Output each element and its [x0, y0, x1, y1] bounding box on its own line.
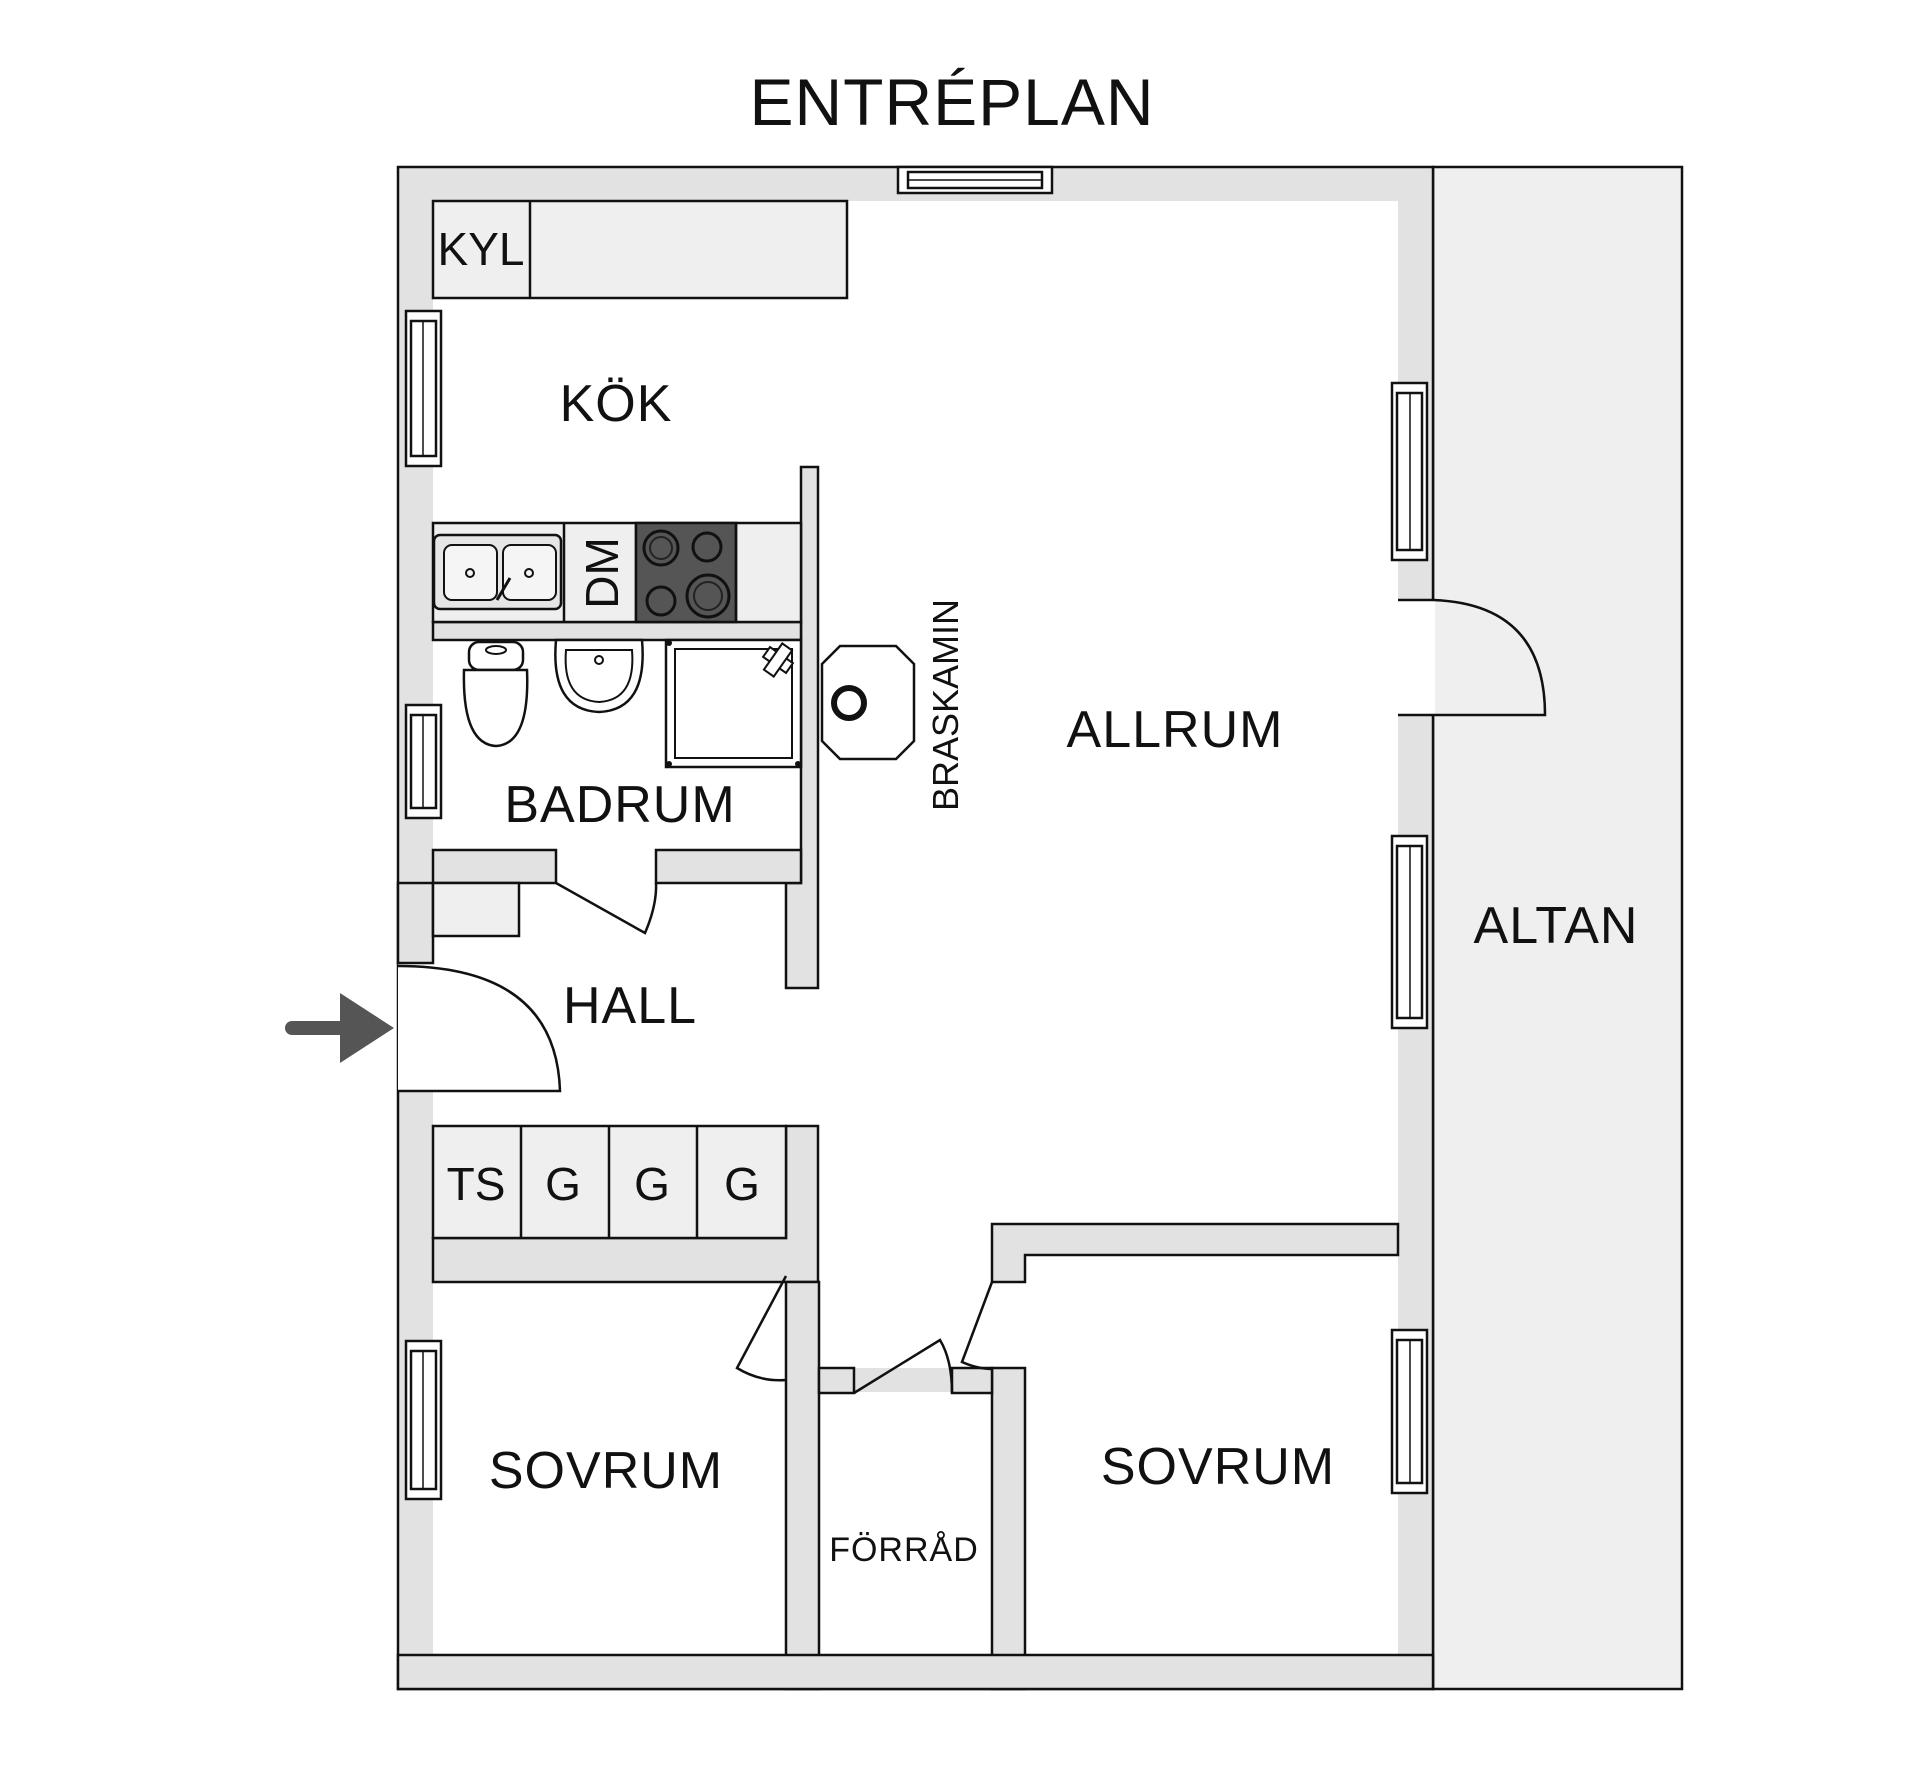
room-label-bedroom-right: SOVRUM — [1101, 1438, 1335, 1496]
entrance-arrow-icon — [285, 993, 394, 1063]
room-label-hall: HALL — [563, 977, 697, 1035]
room-label-terrace: ALTAN — [1474, 897, 1639, 955]
stove-icon — [634, 521, 738, 624]
window-right-bedroom — [1390, 1328, 1429, 1495]
dishwasher-label: DM — [576, 537, 628, 609]
closet-g-1: G — [545, 1158, 581, 1210]
windows — [404, 165, 1429, 1501]
terrace-area — [1431, 165, 1684, 1691]
closet-g-2: G — [634, 1158, 670, 1210]
room-label-kitchen: KÖK — [560, 375, 673, 433]
room-label-storage: FÖRRÅD — [829, 1531, 979, 1569]
window-top — [896, 165, 1054, 195]
window-left-bath — [404, 703, 443, 820]
fridge-label: KYL — [438, 223, 525, 275]
room-label-bedroom-left: SOVRUM — [489, 1442, 723, 1500]
window-left-kitchen — [404, 309, 443, 468]
closet-ts: TS — [447, 1158, 506, 1210]
room-label-bathroom: BADRUM — [504, 776, 735, 834]
kitchen-counter-lower: DM — [431, 521, 803, 624]
toilet-icon — [462, 640, 529, 748]
sink-icon — [432, 533, 563, 611]
room-label-living: ALLRUM — [1067, 701, 1284, 759]
shower-icon — [664, 638, 803, 769]
closet-g-3: G — [724, 1158, 760, 1210]
washbasin-icon — [554, 638, 644, 714]
window-left-bedroom — [404, 1339, 443, 1501]
kitchen-counter-top: KYL — [431, 199, 849, 300]
closet-row: TS G G G — [431, 1124, 788, 1240]
plan-title: ENTRÉPLAN — [749, 65, 1154, 139]
window-right-2 — [1390, 834, 1429, 1030]
window-right-1 — [1390, 381, 1429, 562]
hall-cabinet — [431, 881, 521, 938]
fireplace-icon — [820, 644, 916, 761]
interior-walls — [396, 465, 1435, 1691]
doors — [397, 598, 1547, 1395]
fireplace-label: BRASKAMIN — [925, 599, 966, 811]
